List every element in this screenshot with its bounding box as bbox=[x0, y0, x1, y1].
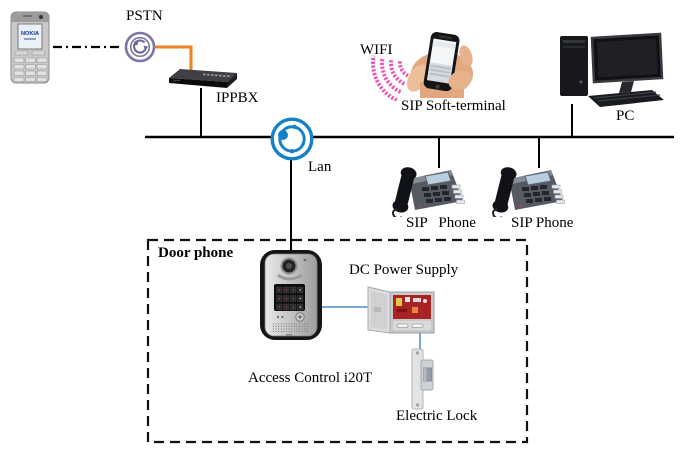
electric-lock-icon bbox=[411, 348, 434, 410]
pstn-label: PSTN bbox=[126, 8, 163, 24]
wifi-label: WIFI bbox=[360, 42, 393, 58]
access-control-label: Access Control i20T bbox=[248, 370, 373, 386]
dc-power-supply-icon bbox=[367, 286, 435, 334]
sip-phone-left-icon bbox=[389, 163, 467, 217]
lan-node-icon bbox=[270, 117, 314, 161]
pc-icon bbox=[560, 32, 664, 107]
sip-soft-terminal-icon bbox=[406, 32, 473, 98]
mobile-phone-icon: NOKIA bbox=[10, 11, 50, 84]
sip-phone-right-icon bbox=[489, 163, 567, 217]
pc-label: PC bbox=[616, 108, 635, 124]
access-control-i20t-icon bbox=[260, 250, 322, 340]
sip-soft-terminal-label: SIP Soft-terminal bbox=[401, 98, 506, 114]
sip-phone-left-label: SIP Phone bbox=[406, 215, 476, 231]
electric-lock-label: Electric Lock bbox=[396, 408, 478, 424]
lan-label: Lan bbox=[308, 159, 332, 175]
dc-power-supply-label: DC Power Supply bbox=[349, 262, 459, 278]
sip-phone-right-label: SIP Phone bbox=[511, 215, 574, 231]
door-phone-zone-label: Door phone bbox=[158, 245, 234, 261]
pstn-node-icon bbox=[124, 31, 156, 63]
ippbx-label: IPPBX bbox=[216, 90, 259, 106]
nokia-brand-text: NOKIA bbox=[21, 31, 39, 37]
ippbx-icon bbox=[169, 69, 237, 88]
wifi-waves-icon bbox=[371, 55, 410, 101]
